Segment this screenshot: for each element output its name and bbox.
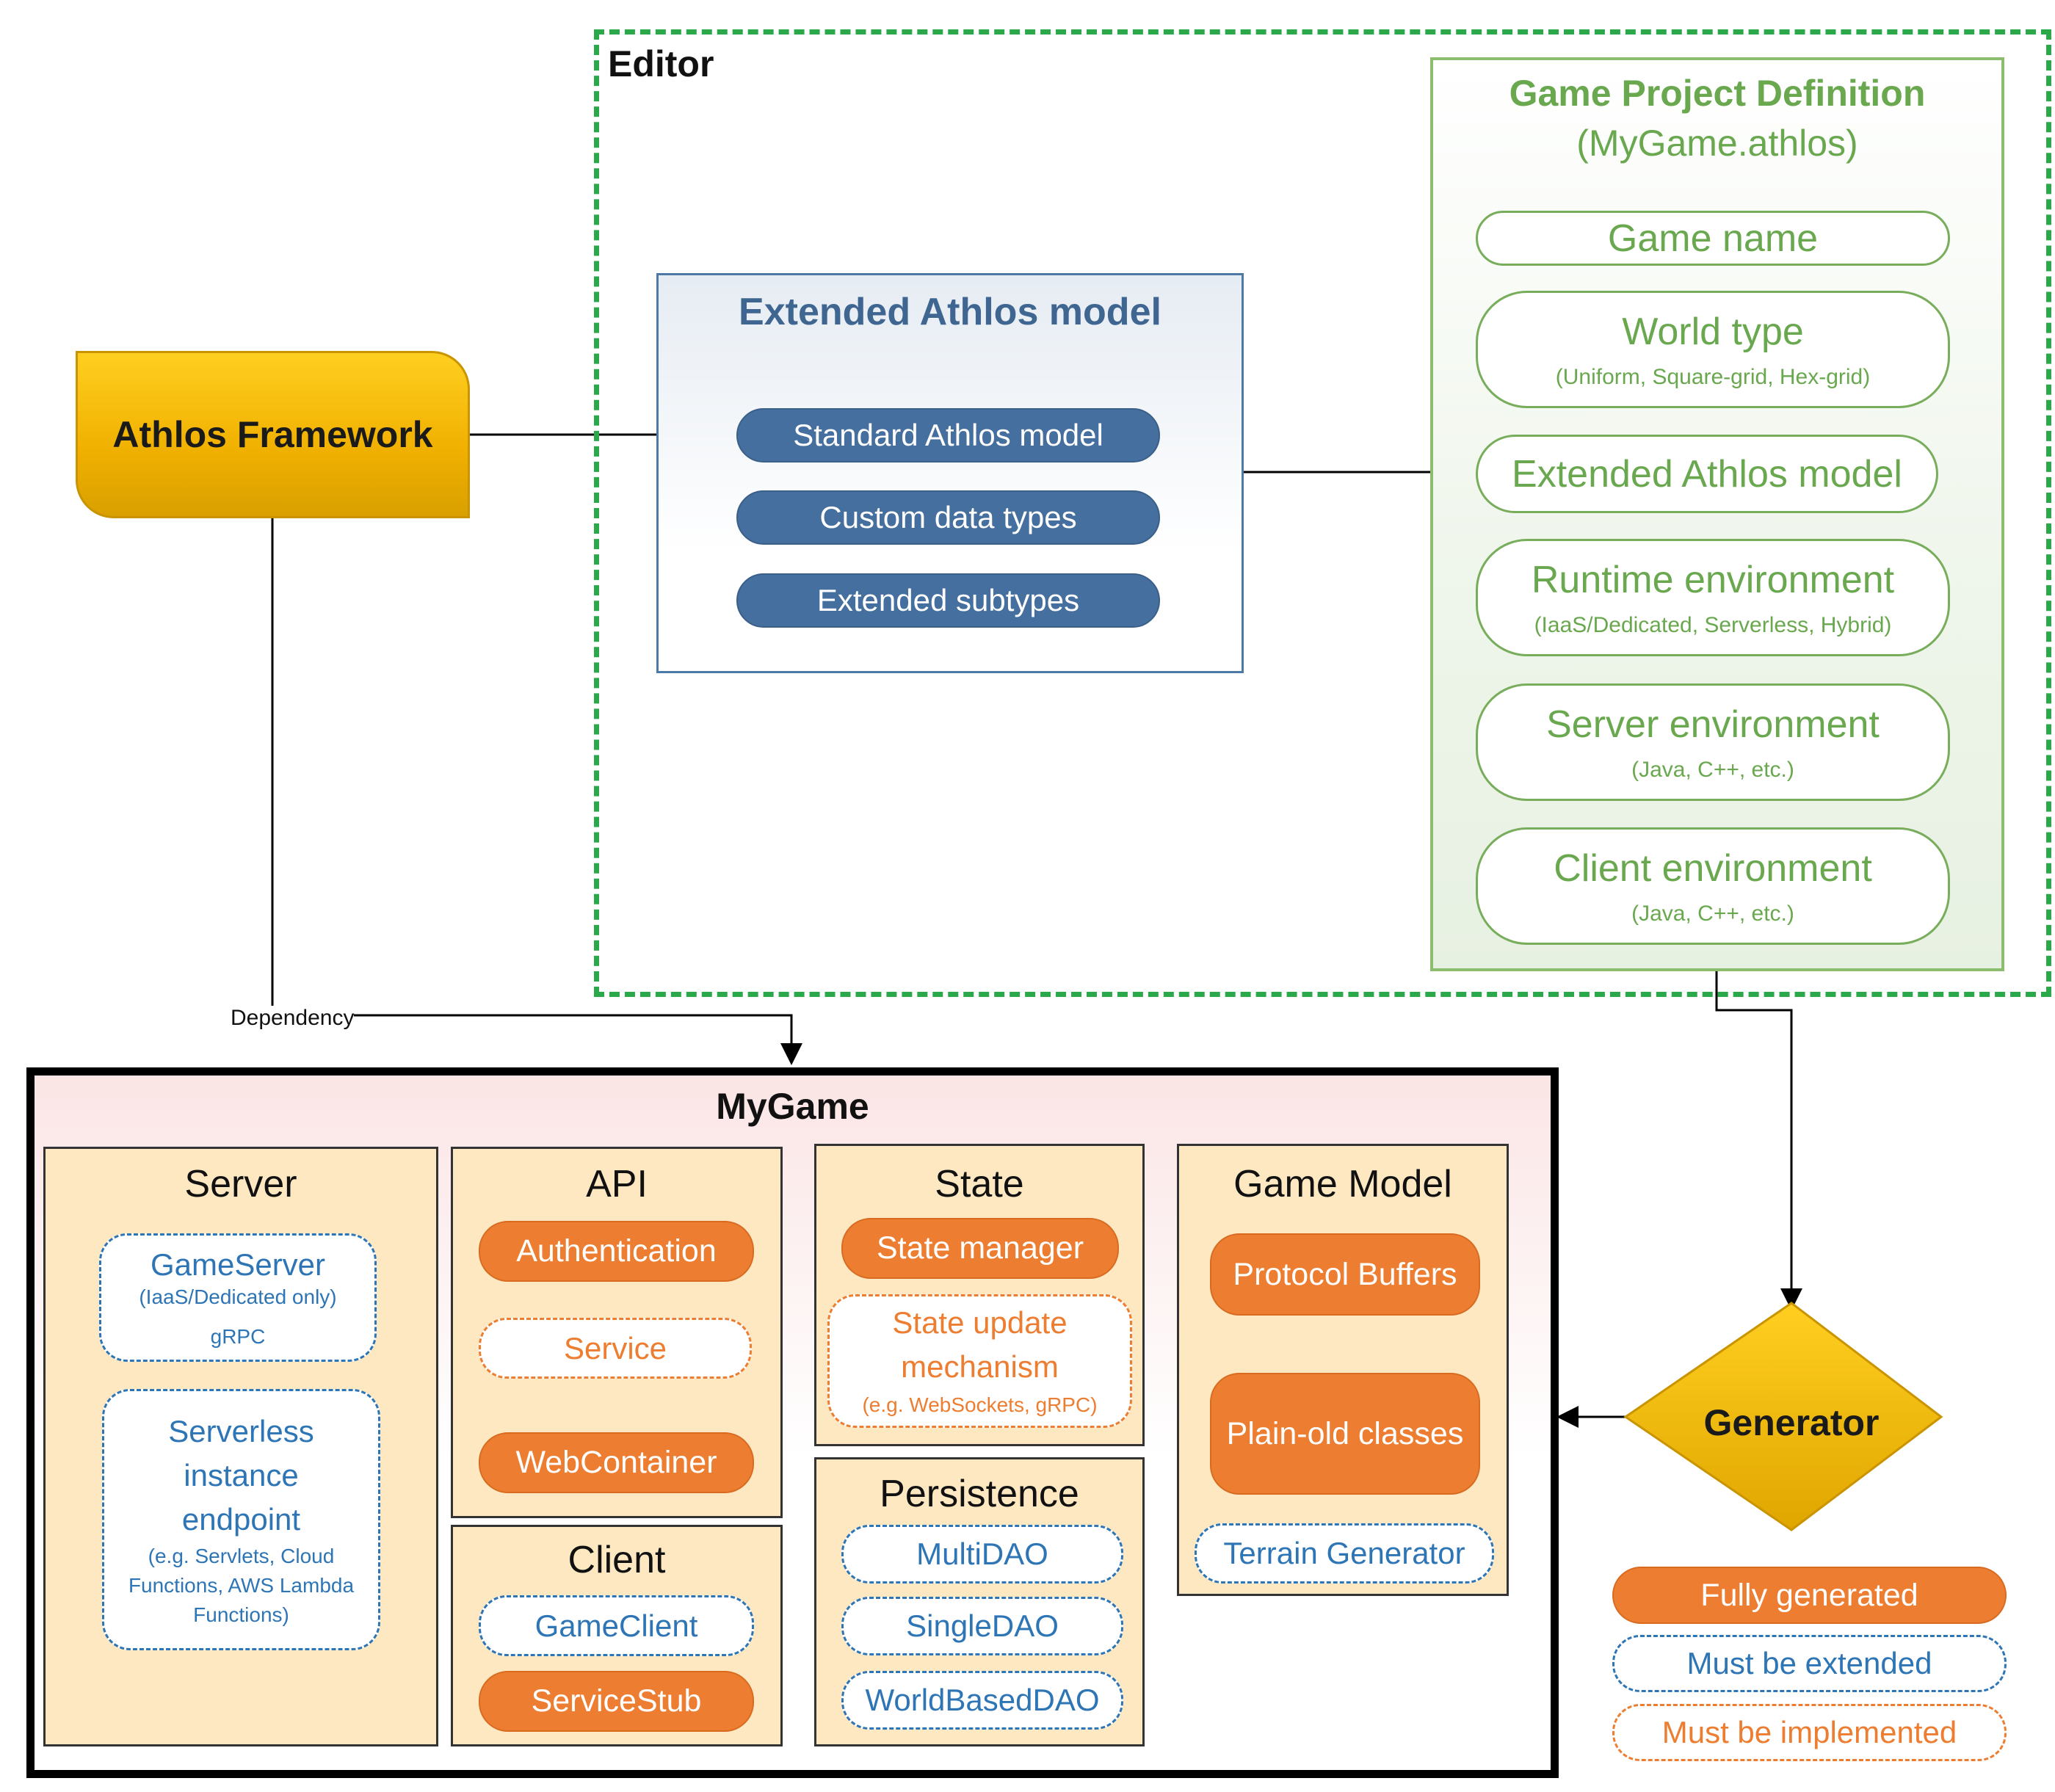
athlos-framework-label: Athlos Framework <box>112 414 433 455</box>
legend-fully-generated: Fully generated <box>1612 1567 2007 1624</box>
custom-data-types-pill: Custom data types <box>736 490 1160 545</box>
extended-athlos-model-pill: Extended Athlos model <box>1476 435 1938 513</box>
athlos-framework-box: Athlos Framework <box>76 351 470 518</box>
game-project-definition-title: Game Project Definition <box>1509 73 1926 114</box>
generator-diamond <box>1623 1302 1943 1531</box>
state-update-mechanism-box: State update mechanism (e.g. WebSockets,… <box>827 1294 1132 1428</box>
game-model-title: Game Model <box>1233 1163 1452 1205</box>
authentication-box: Authentication <box>479 1221 754 1282</box>
gpd-to-generator-line <box>1715 971 1802 1310</box>
editor-title: Editor <box>608 43 714 84</box>
server-title: Server <box>184 1163 297 1205</box>
api-title: API <box>586 1163 648 1205</box>
server-environment-pill: Server environment (Java, C++, etc.) <box>1476 683 1950 801</box>
state-manager-box: State manager <box>841 1218 1119 1279</box>
game-model-panel <box>1177 1144 1509 1596</box>
standard-athlos-model-pill: Standard Athlos model <box>736 408 1160 462</box>
game-project-definition-box <box>1430 57 2004 971</box>
legend-must-be-implemented: Must be implemented <box>1612 1704 2007 1761</box>
single-dao-box: SingleDAO <box>841 1597 1123 1655</box>
multi-dao-box: MultiDAO <box>841 1525 1123 1584</box>
game-client-box: GameClient <box>479 1595 754 1656</box>
mygame-title: MyGame <box>716 1086 869 1127</box>
runtime-environment-pill: Runtime environment (IaaS/Dedicated, Ser… <box>1476 539 1950 656</box>
extended-athlos-model-title: Extended Athlos model <box>739 291 1161 333</box>
game-name-pill: Game name <box>1476 211 1950 266</box>
protocol-buffers-box: Protocol Buffers <box>1210 1233 1480 1316</box>
legend-must-be-extended: Must be extended <box>1612 1635 2007 1692</box>
terrain-generator-box: Terrain Generator <box>1195 1523 1494 1584</box>
editor-region <box>594 29 2051 997</box>
world-type-pill: World type (Uniform, Square-grid, Hex-gr… <box>1476 291 1950 408</box>
service-stub-box: ServiceStub <box>479 1671 754 1732</box>
game-project-definition-subtitle: (MyGame.athlos) <box>1576 123 1858 164</box>
plain-old-classes-box: Plain-old classes <box>1210 1373 1480 1495</box>
dependency-label: Dependency <box>231 1006 355 1031</box>
client-environment-pill: Client environment (Java, C++, etc.) <box>1476 827 1950 945</box>
extended-subtypes-pill: Extended subtypes <box>736 573 1160 628</box>
client-title: Client <box>568 1539 666 1581</box>
world-based-dao-box: WorldBasedDAO <box>841 1671 1123 1730</box>
service-box: Service <box>479 1318 752 1379</box>
game-server-box: GameServer (IaaS/Dedicated only) gRPC <box>99 1233 377 1362</box>
serverless-endpoint-box: Serverless instance endpoint (e.g. Servl… <box>102 1389 380 1650</box>
generator-label: Generator <box>1703 1402 1880 1443</box>
webcontainer-box: WebContainer <box>479 1432 754 1493</box>
dependency-line <box>271 518 802 1065</box>
persistence-title: Persistence <box>880 1473 1079 1515</box>
state-title: State <box>935 1163 1024 1205</box>
